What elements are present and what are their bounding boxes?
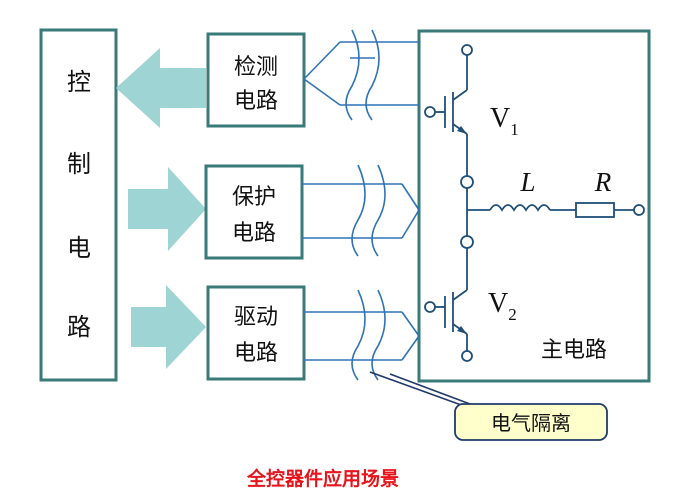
control-circuit-block	[39, 28, 118, 382]
drive-circuit-block	[206, 285, 306, 381]
protection-circuit-block	[204, 164, 304, 260]
main-circuit-label: 主电路	[541, 338, 607, 363]
protection-isolation-gap	[351, 164, 386, 257]
detection-label-1: 检测	[234, 55, 278, 80]
feedback-arrow	[116, 48, 206, 128]
detection-label-2: 电路	[234, 89, 278, 114]
protect-arrow	[128, 167, 206, 251]
drive-label-1: 驱动	[234, 305, 278, 330]
detection-wires	[303, 41, 419, 106]
v2-label-base: V	[488, 288, 508, 319]
detection-isolation-gap	[345, 29, 380, 121]
detection-circuit-block	[206, 32, 306, 128]
v1-label-base: V	[490, 103, 510, 134]
drive-isolation-gap	[351, 289, 386, 381]
v1-label-sub: 1	[510, 120, 519, 139]
inductor-label: L	[519, 167, 535, 197]
protection-label-2: 电路	[232, 221, 276, 246]
isolation-callout-box	[454, 403, 608, 441]
v2-label: V2	[488, 288, 517, 324]
v1-label: V1	[490, 103, 519, 139]
control-char-4: 路	[67, 313, 91, 341]
main-circuit-terminals	[424, 44, 645, 362]
drive-label-2: 电路	[234, 341, 278, 366]
v2-label-sub: 2	[508, 305, 517, 324]
control-char-2: 制	[67, 150, 91, 178]
isolation-pointer-lines	[369, 371, 471, 407]
resistor-label: R	[594, 167, 612, 197]
transistor-emitter-arrows	[457, 126, 467, 334]
protection-label-1: 保护	[232, 185, 276, 210]
drive-arrow	[131, 285, 206, 369]
figure-caption: 全控器件应用场景	[246, 467, 399, 490]
control-char-1: 控	[67, 68, 91, 96]
control-char-3: 电	[67, 234, 91, 262]
protection-wires	[302, 183, 420, 239]
isolation-callout-text: 电气隔离	[491, 411, 571, 435]
